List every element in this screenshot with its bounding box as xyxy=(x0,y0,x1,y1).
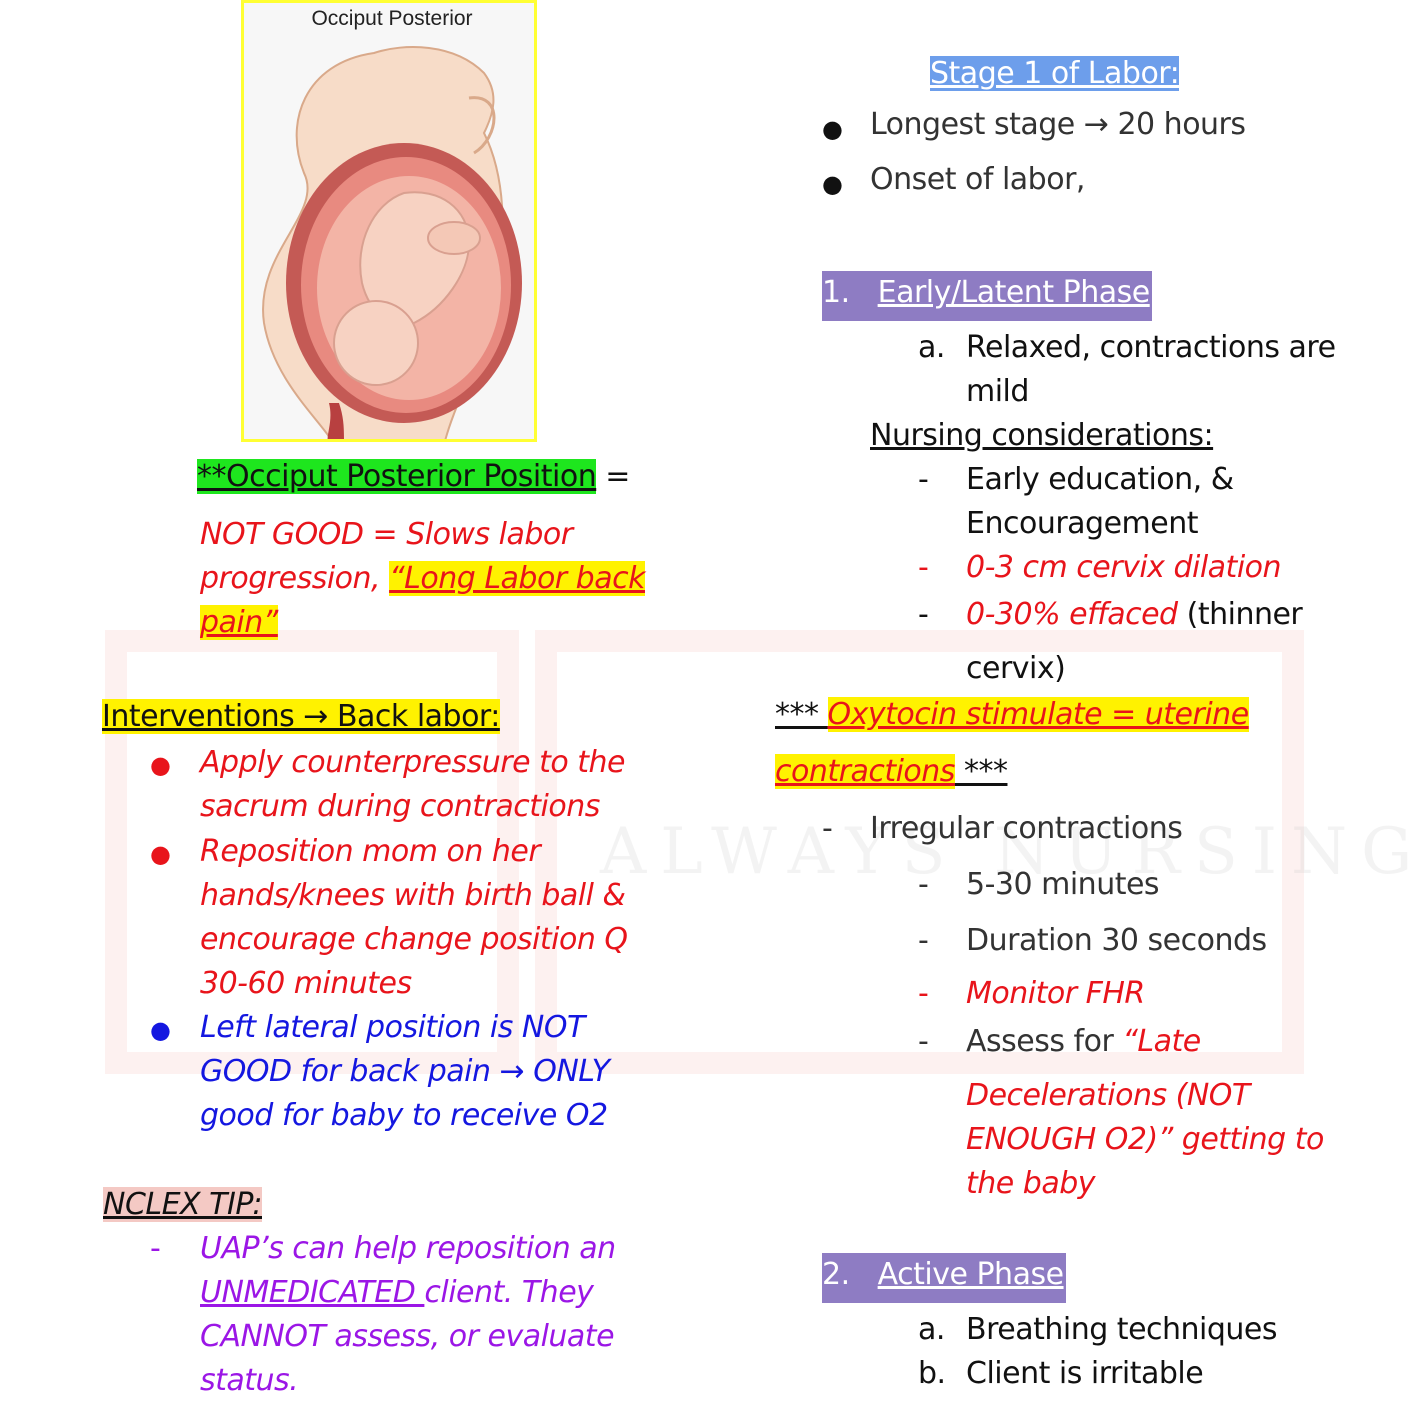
op-desc-2: progression, “Long Labor back xyxy=(200,557,645,601)
illustration-caption: Occiput Posterior xyxy=(311,7,473,30)
p1a-line-2: mild xyxy=(966,374,1029,409)
nclex-line-2: UNMEDICATED client. They xyxy=(200,1275,594,1310)
intervention-2-line-1: Reposition mom on her xyxy=(200,834,541,869)
op-desc-3: pain” xyxy=(200,605,278,640)
op-title: **Occiput Posterior Position xyxy=(197,459,597,494)
intervention-3-line-1: Left lateral position is NOT xyxy=(200,1010,585,1045)
intervention-3-line-2: GOOD for back pain → ONLY xyxy=(200,1054,610,1089)
watermark-text: ALWAYS NURSING xyxy=(600,815,1418,889)
dash: - xyxy=(918,976,929,1011)
bullet-icon: ● xyxy=(150,840,171,868)
stage-title: Stage 1 of Labor: xyxy=(930,56,1180,91)
sub-2: Duration 30 seconds xyxy=(966,923,1267,958)
dash: - xyxy=(918,1024,929,1059)
intervention-2-line-4: 30-60 minutes xyxy=(200,966,412,1001)
phase2-heading: 2.Active Phase xyxy=(822,1253,1066,1303)
bullet-icon: ● xyxy=(150,751,171,779)
p2b-letter: b. xyxy=(918,1356,946,1391)
sub-1: 5-30 minutes xyxy=(966,867,1160,902)
stage-bullet-1: Longest stage → 20 hours xyxy=(870,107,1246,142)
op-equals: = xyxy=(596,459,630,494)
sub-4e: the baby xyxy=(966,1166,1096,1201)
bullet-icon: ● xyxy=(150,1016,171,1044)
nc-3: 0-30% effaced (thinner xyxy=(966,597,1303,632)
p2a: Breathing techniques xyxy=(966,1312,1278,1347)
intervention-2-line-2: hands/knees with birth ball & xyxy=(200,878,626,913)
intervention-1-line-2: sacrum during contractions xyxy=(200,789,600,824)
watermark-frame xyxy=(105,630,1305,1075)
op-title-line: **Occiput Posterior Position = xyxy=(197,455,630,499)
interventions-title: Interventions → Back labor: xyxy=(102,699,500,734)
p2b: Client is irritable xyxy=(966,1356,1204,1391)
dash: - xyxy=(822,811,833,846)
stage-bullet-2: Onset of labor, xyxy=(870,162,1085,197)
intervention-2-line-3: encourage change position Q xyxy=(200,922,628,957)
intervention-3-line-3: good for baby to receive O2 xyxy=(200,1098,608,1133)
nursing-title: Nursing considerations: xyxy=(870,418,1214,453)
nclex-line-1: UAP’s can help reposition an xyxy=(200,1231,616,1266)
pregnancy-diagram xyxy=(262,46,522,439)
p2a-letter: a. xyxy=(918,1312,945,1347)
nc-1a: Early education, & xyxy=(966,462,1234,497)
nclex-line-3: CANNOT assess, or evaluate xyxy=(200,1319,615,1354)
irregular-contractions: Irregular contractions xyxy=(870,811,1183,846)
nclex-line-4: status. xyxy=(200,1363,299,1398)
nc-2: 0-3 cm cervix dilation xyxy=(966,550,1282,585)
dash: - xyxy=(918,923,929,958)
nclex-dash: - xyxy=(150,1231,161,1266)
intervention-1-line-1: Apply counterpressure to the xyxy=(200,745,625,780)
oxytocin-line-2: contractions *** xyxy=(775,754,1008,789)
op-desc-2a: progression, xyxy=(200,561,390,596)
dash: - xyxy=(918,597,929,632)
sub-3: Monitor FHR xyxy=(966,976,1145,1011)
sub-4c: Decelerations (NOT xyxy=(966,1078,1250,1113)
sub-4d: ENOUGH O2)” getting to xyxy=(966,1122,1324,1157)
oxytocin-line-1: *** Oxytocin stimulate = uterine xyxy=(775,697,1249,732)
bullet-icon: ● xyxy=(822,115,843,143)
nc-1b: Encouragement xyxy=(966,506,1199,541)
bullet-icon: ● xyxy=(822,170,843,198)
p1a-line-1: Relaxed, contractions are xyxy=(966,330,1336,365)
phase1-heading: 1.Early/Latent Phase xyxy=(822,271,1152,321)
nc-3c: cervix) xyxy=(966,651,1066,686)
dash: - xyxy=(918,867,929,902)
occiput-posterior-illustration: Occiput Posterior xyxy=(241,0,537,442)
dash: - xyxy=(918,462,929,497)
op-desc-2b: “Long Labor back xyxy=(389,561,645,596)
p1a-letter: a. xyxy=(918,330,945,365)
op-desc-1: NOT GOOD = Slows labor xyxy=(200,517,573,552)
nclex-title: NCLEX TIP: xyxy=(103,1187,263,1222)
dash: - xyxy=(918,550,929,585)
sub-4: Assess for “Late xyxy=(966,1024,1201,1059)
